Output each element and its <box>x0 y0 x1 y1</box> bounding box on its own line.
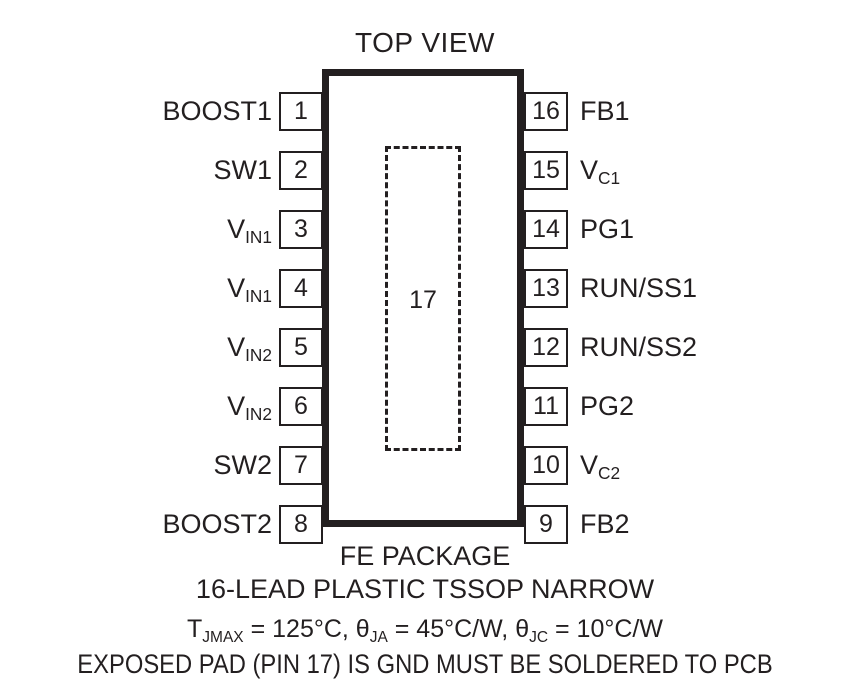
pin-label-15: VC1 <box>580 151 620 193</box>
pin-box-5: 5 <box>279 328 323 367</box>
pin-box-6: 6 <box>279 387 323 426</box>
pin-box-4: 4 <box>279 269 323 308</box>
pin-box-12: 12 <box>524 328 568 367</box>
theta-ja-subscript: JA <box>369 628 388 646</box>
pin-box-1: 1 <box>279 92 323 131</box>
pin-label-subscript: IN1 <box>245 285 272 306</box>
pin-label-subscript: C1 <box>598 167 621 188</box>
pin-label-subscript: C2 <box>598 462 621 483</box>
package-description: 16-LEAD PLASTIC TSSOP NARROW <box>195 574 655 604</box>
pin-label-text: RUN/SS1 <box>580 273 698 303</box>
pin-label-13: RUN/SS1 <box>580 269 697 308</box>
pin-label-10: VC2 <box>580 446 620 488</box>
pin-box-14: 14 <box>524 210 568 249</box>
pin-label-text: RUN/SS2 <box>580 332 698 362</box>
pin-box-11: 11 <box>524 387 568 426</box>
pin-label-text: V <box>580 155 599 185</box>
pin-label-text: V <box>227 214 246 244</box>
pin-box-8: 8 <box>279 505 323 544</box>
pin-label-16: FB1 <box>580 92 630 131</box>
pin-label-text: BOOST1 <box>162 96 272 126</box>
exposed-pad-outline <box>385 146 461 451</box>
tjmax-symbol: T <box>187 615 203 643</box>
theta-ja-value: = 45°C/W, <box>387 615 516 643</box>
pin-box-2: 2 <box>279 151 323 190</box>
pin-label-text: SW2 <box>213 450 272 480</box>
pin-label-text: PG1 <box>580 214 635 244</box>
pin-label-11: PG2 <box>580 387 634 426</box>
pin-label-4: VIN1 <box>227 269 272 311</box>
pin-label-subscript: IN2 <box>245 344 272 365</box>
package-name: FE PACKAGE <box>339 541 511 571</box>
exposed-pad-note: EXPOSED PAD (PIN 17) IS GND MUST BE SOLD… <box>77 649 773 679</box>
pin-box-16: 16 <box>524 92 568 131</box>
pin-label-text: PG2 <box>580 391 635 421</box>
pin-box-7: 7 <box>279 446 323 485</box>
pin-label-text: V <box>227 391 246 421</box>
thermal-specs: TJMAX = 125°C, θJA = 45°C/W, θJC = 10°C/… <box>0 615 850 646</box>
exposed-pad-number: 17 <box>409 286 437 314</box>
pin-box-15: 15 <box>524 151 568 190</box>
pin-label-6: VIN2 <box>227 387 272 429</box>
pin-label-9: FB2 <box>580 505 630 544</box>
theta-jc-value: = 10°C/W <box>548 615 663 643</box>
pin-label-2: SW1 <box>213 151 272 190</box>
pin-label-text: BOOST2 <box>162 509 272 539</box>
pin-label-14: PG1 <box>580 210 634 249</box>
pin-label-text: V <box>227 332 246 362</box>
pin-box-9: 9 <box>524 505 568 544</box>
pin-label-text: V <box>580 450 599 480</box>
tjmax-subscript: JMAX <box>202 628 244 646</box>
pin-box-3: 3 <box>279 210 323 249</box>
pin-box-10: 10 <box>524 446 568 485</box>
pin-label-1: BOOST1 <box>162 92 272 131</box>
pin-label-text: FB1 <box>580 96 630 126</box>
pin-label-5: VIN2 <box>227 328 272 370</box>
theta-jc-symbol: θ <box>515 615 530 643</box>
pin-label-text: V <box>227 273 246 303</box>
page-title: TOP VIEW <box>355 27 495 58</box>
pin-label-text: FB2 <box>580 509 630 539</box>
pin-label-text: SW1 <box>213 155 272 185</box>
pin-label-subscript: IN2 <box>245 403 272 424</box>
tjmax-value: = 125°C, <box>243 615 356 643</box>
pin-label-12: RUN/SS2 <box>580 328 697 367</box>
pin-label-8: BOOST2 <box>162 505 272 544</box>
pin-box-13: 13 <box>524 269 568 308</box>
pin-label-subscript: IN1 <box>245 226 272 247</box>
pin-label-7: SW2 <box>213 446 272 485</box>
theta-jc-subscript: JC <box>529 628 549 646</box>
theta-ja-symbol: θ <box>355 615 370 643</box>
pin-label-3: VIN1 <box>227 210 272 252</box>
